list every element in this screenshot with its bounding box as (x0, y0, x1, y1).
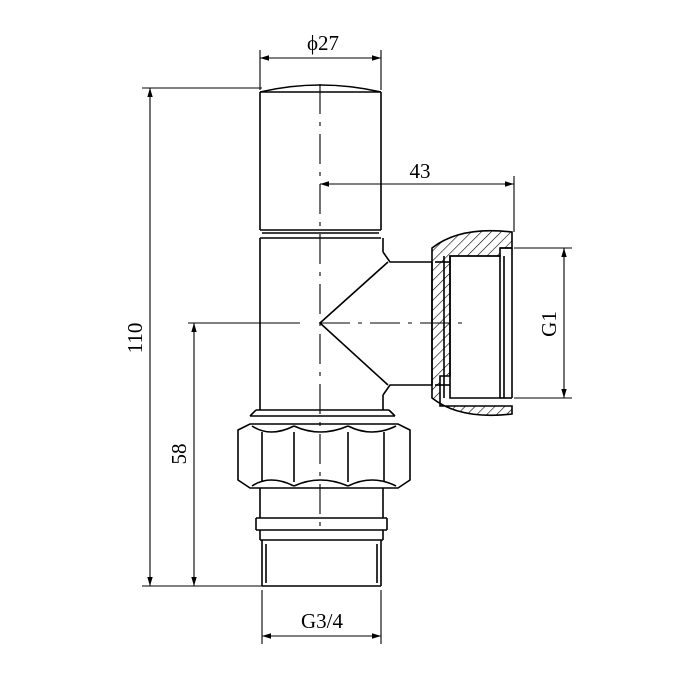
label-axis-height: 58 (167, 444, 191, 465)
label-top-diameter: ϕ27 (307, 31, 339, 55)
dim-side-offset (320, 176, 515, 232)
hex-union-nut (237, 423, 411, 489)
dim-total-height (142, 87, 262, 587)
inlet-stem (255, 488, 388, 587)
dim-outlet-thread (514, 247, 572, 399)
center-lines (319, 84, 470, 528)
label-side-offset: 43 (410, 159, 431, 183)
label-inlet-thread: G3/4 (301, 609, 344, 633)
label-outlet-thread: G1 (537, 311, 561, 337)
dim-axis-height (188, 322, 300, 586)
dim-top-diameter (259, 50, 382, 90)
dim-inlet-thread (261, 590, 382, 644)
valve-cap (259, 84, 382, 239)
label-total-height: 110 (123, 323, 147, 354)
valve-body (249, 238, 396, 417)
